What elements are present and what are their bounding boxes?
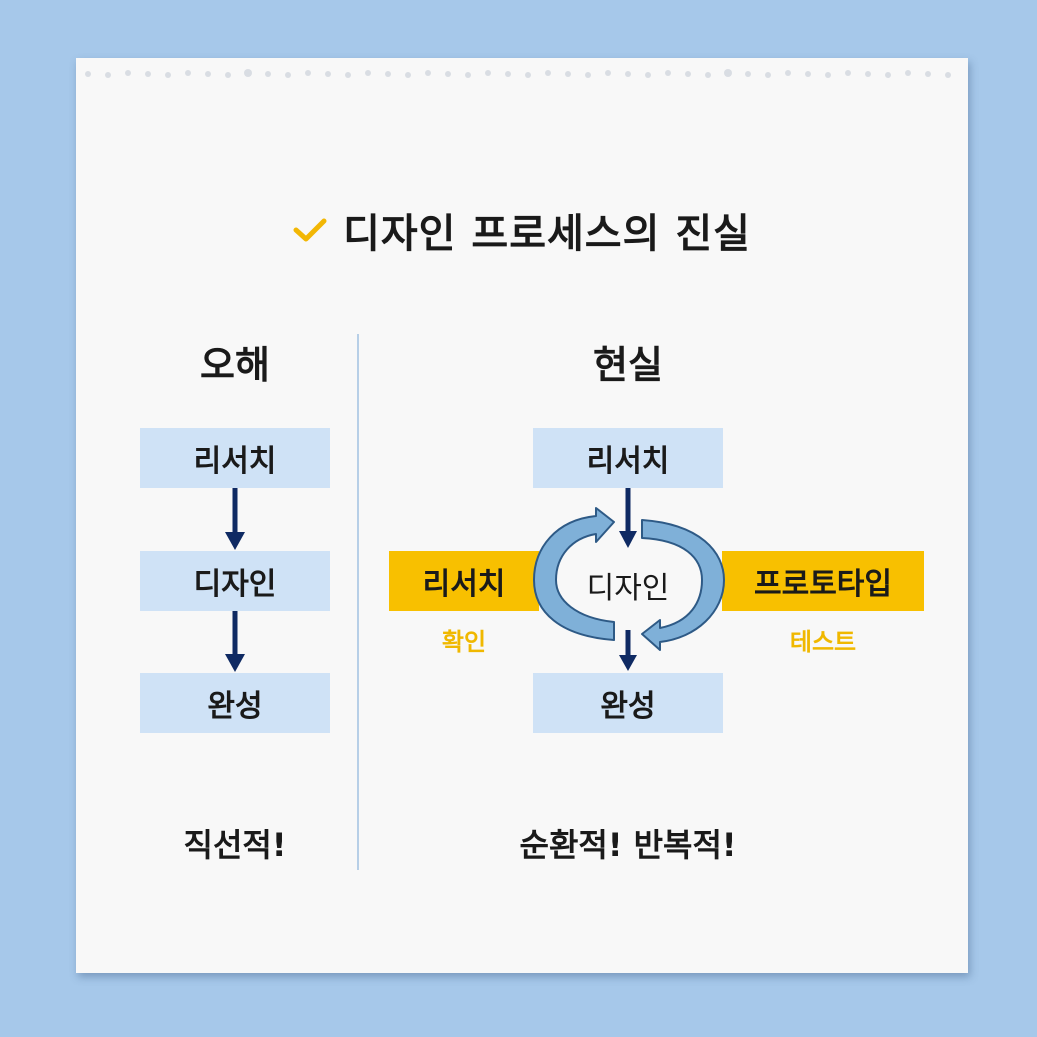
- arrow-into-complete: [619, 630, 637, 671]
- cycle-center-design: 디자인: [586, 571, 670, 606]
- check-label: 확인: [441, 628, 487, 656]
- linear-step-research: 리서치: [140, 428, 330, 488]
- column-divider: [357, 334, 359, 870]
- paper-card: [76, 58, 968, 973]
- arrow-into-design: [619, 488, 637, 548]
- check-icon: [293, 218, 327, 242]
- linear-step-design: 디자인: [140, 551, 330, 611]
- cycle-summary: 순환적! 반복적!: [519, 826, 737, 864]
- title-row: 디자인 프로세스의 진실: [76, 200, 968, 260]
- linear-summary: 직선적!: [183, 826, 287, 864]
- prototype-box: 프로토타입: [722, 551, 924, 611]
- cycle-arrow-left: [533, 507, 615, 641]
- cycle-arrow-right: [641, 519, 725, 651]
- reality-heading: 현실: [593, 343, 663, 387]
- cycle-step-research: 리서치: [533, 428, 723, 488]
- linear-step-complete: 완성: [140, 673, 330, 733]
- cycle-step-complete: 완성: [533, 673, 723, 733]
- page-title: 디자인 프로세스의 진실: [343, 211, 751, 257]
- arrow-down-1: [225, 488, 245, 550]
- perforation-holes: [85, 69, 951, 78]
- arrow-down-2: [225, 611, 245, 672]
- test-label: 테스트: [789, 628, 857, 656]
- research-check-box: 리서치: [389, 551, 539, 611]
- misconception-heading: 오해: [200, 343, 270, 387]
